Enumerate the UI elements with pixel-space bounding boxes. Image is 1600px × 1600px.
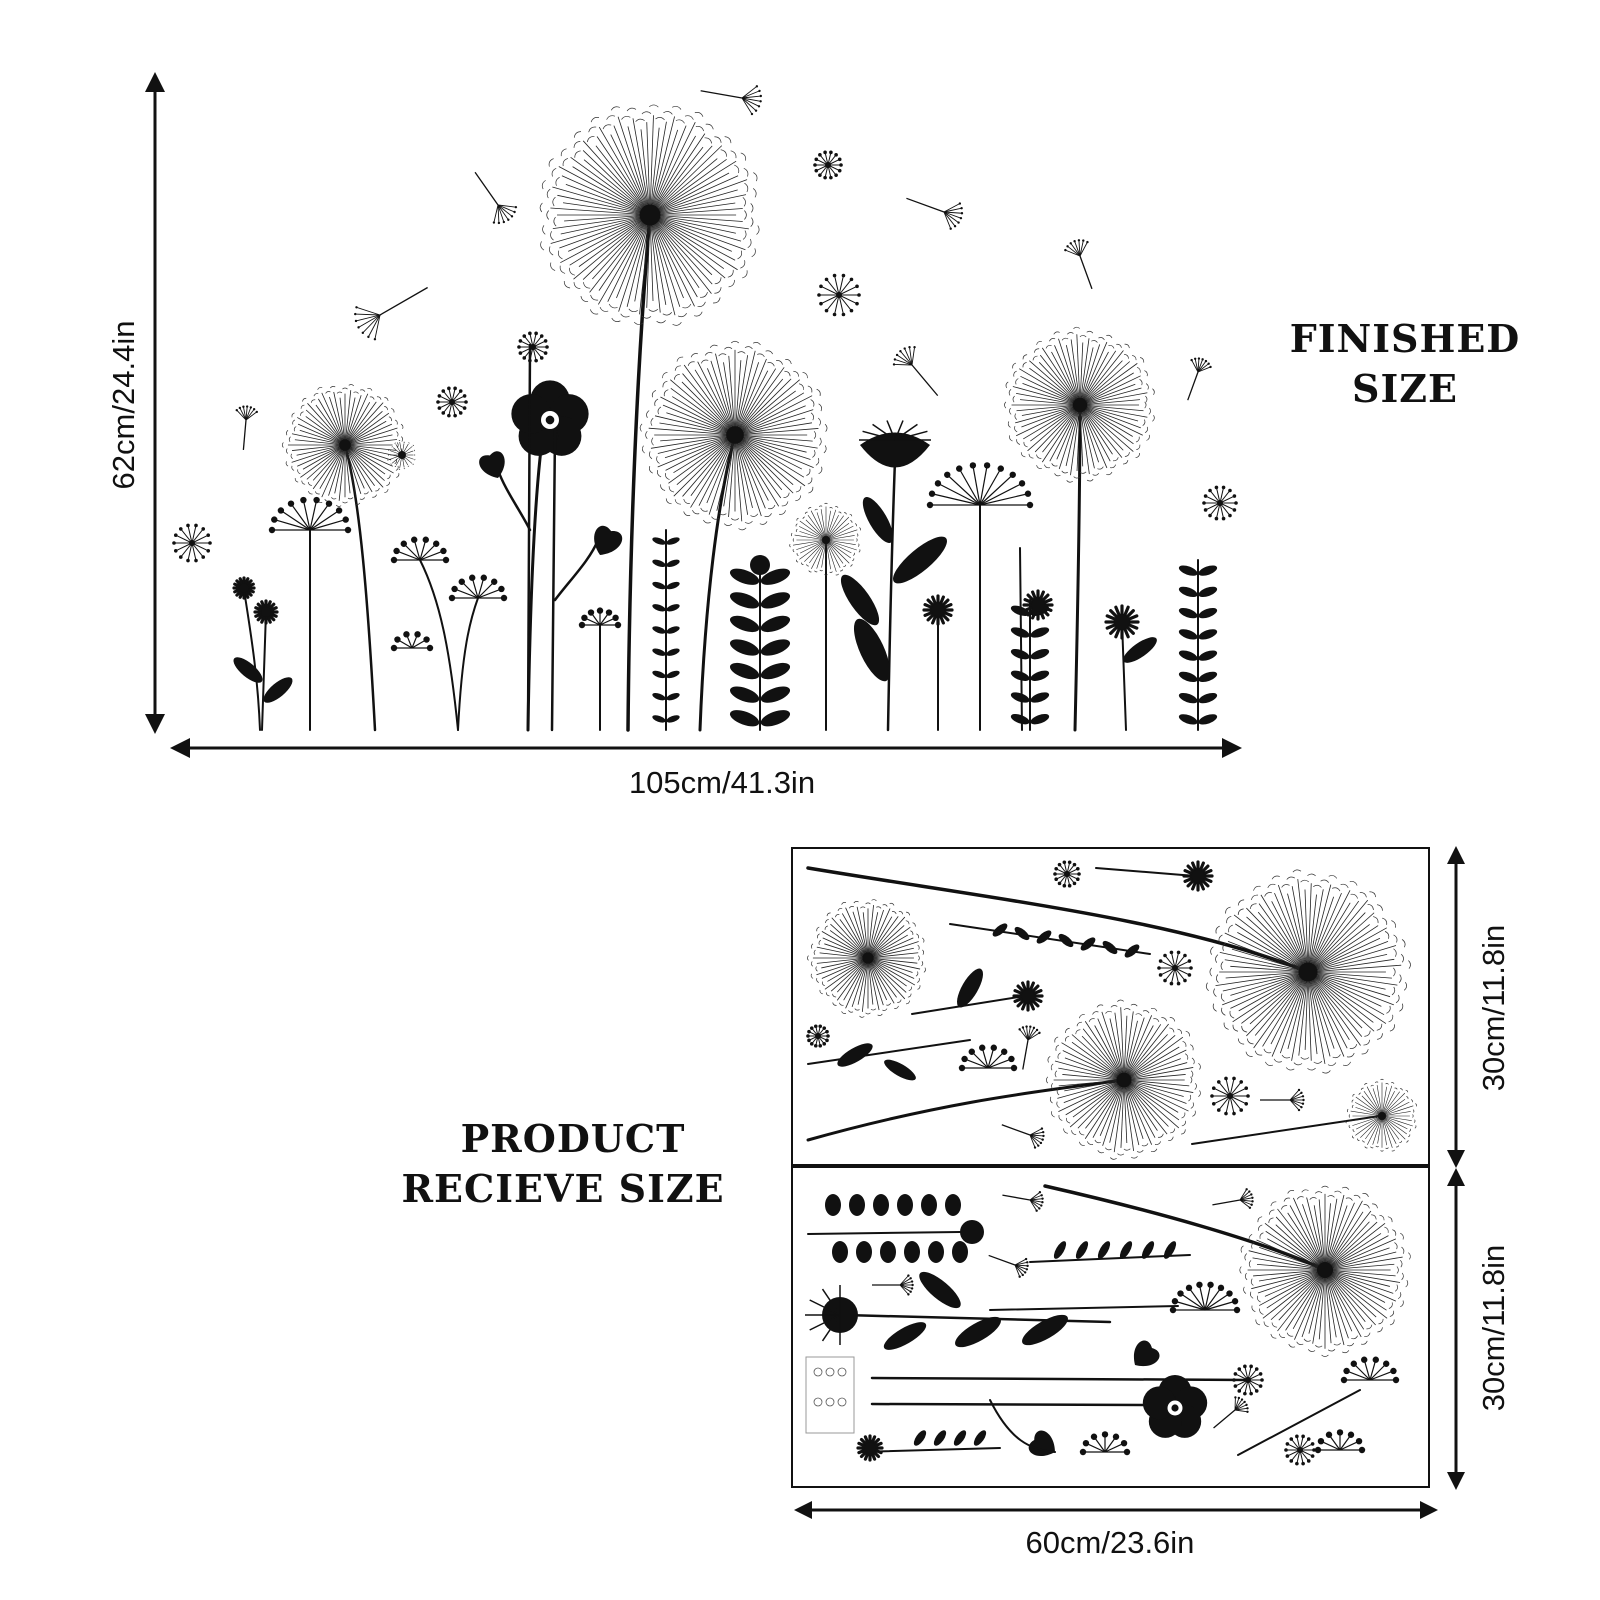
umbel-flower xyxy=(578,607,622,629)
daisy-flower xyxy=(1104,604,1140,640)
daisy-flower xyxy=(1022,589,1054,621)
floating-seed-icon xyxy=(872,1274,914,1296)
product-size-title-line1: PRODUCT xyxy=(461,1116,686,1161)
seed-head-icon xyxy=(1210,1076,1250,1116)
product-width-label: 60cm/23.6in xyxy=(1026,1525,1195,1560)
seed-head-icon xyxy=(1157,950,1193,986)
daisy-flower xyxy=(1012,980,1044,1012)
poppy-flower xyxy=(1142,1375,1208,1438)
floating-seed-icon xyxy=(1018,1025,1041,1070)
dandelion-head xyxy=(539,104,760,326)
finished-width-arrow xyxy=(170,738,1242,758)
product-bottom-height-arrow xyxy=(1447,1168,1465,1490)
umbel-flower xyxy=(1169,1281,1241,1314)
finished-size-title-line1: FINISHED xyxy=(1290,316,1521,361)
product-bottom-height-label: 30cm/11.8in xyxy=(1476,1245,1511,1412)
floating-seed-icon xyxy=(1213,1396,1249,1429)
seed-head-icon xyxy=(806,1024,830,1048)
product-top-height-arrow xyxy=(1447,846,1465,1168)
sheet-bottom-stickers xyxy=(805,1184,1411,1466)
seed-head-icon xyxy=(517,331,549,363)
sheet-top-stickers xyxy=(806,860,1417,1160)
floating-seed-icon xyxy=(906,197,964,230)
seed-head-icon xyxy=(817,273,861,317)
finished-height-arrow xyxy=(145,72,165,734)
seed-head-icon xyxy=(1202,485,1238,521)
seed-head-icon xyxy=(1053,860,1081,888)
finished-wall-decal-illustration xyxy=(172,85,1238,732)
dandelion-head xyxy=(639,340,828,531)
daisy-flower xyxy=(232,576,256,600)
reference-thumbnail-image xyxy=(805,1356,855,1434)
floating-seed-icon xyxy=(892,345,939,397)
daisy-flower xyxy=(1182,860,1214,892)
dandelion-head xyxy=(387,440,416,471)
floating-seed-icon xyxy=(700,85,762,116)
dandelion-head xyxy=(1046,999,1201,1160)
dandelion-head xyxy=(281,384,405,507)
floating-seed-icon xyxy=(1212,1188,1254,1209)
seed-head-icon xyxy=(1284,1434,1316,1466)
dandelion-head xyxy=(1239,1185,1411,1357)
dandelion-head xyxy=(1205,869,1411,1074)
floating-seed-icon xyxy=(1187,357,1212,401)
finished-width-label: 105cm/41.3in xyxy=(629,765,815,800)
dandelion-head xyxy=(1004,326,1155,483)
umbel-flower xyxy=(390,536,450,564)
sticker-sheet-top xyxy=(791,847,1430,1166)
sticker-sheet-bottom xyxy=(791,1166,1430,1488)
seed-head-icon xyxy=(172,523,212,563)
finished-size-title-line2: SIZE xyxy=(1352,366,1458,411)
floating-seed-icon xyxy=(1002,1191,1044,1212)
product-size-title-line2: RECIEVE SIZE xyxy=(401,1166,724,1211)
floating-seed-icon xyxy=(988,1254,1029,1278)
umbel-flower xyxy=(926,462,1034,509)
floating-seed-icon xyxy=(474,171,518,225)
umbel-flower xyxy=(390,631,434,652)
umbel-flower xyxy=(958,1044,1018,1072)
daisy-flower xyxy=(922,594,954,626)
dandelion-head xyxy=(789,502,861,576)
floating-seed-icon xyxy=(1001,1124,1045,1149)
dandelion-head xyxy=(1345,1078,1417,1152)
umbel-flower xyxy=(1340,1356,1400,1384)
floating-seed-icon xyxy=(354,286,428,341)
floating-seed-icon xyxy=(235,405,258,450)
poppy-flower xyxy=(511,380,589,456)
floating-seed-icon xyxy=(1064,239,1093,290)
dandelion-head xyxy=(807,899,926,1018)
seed-head-icon xyxy=(436,386,468,418)
daisy-flower xyxy=(253,599,279,625)
seed-head-icon xyxy=(1232,1364,1264,1396)
product-width-arrow xyxy=(794,1501,1438,1519)
umbel-flower xyxy=(448,574,508,602)
umbel-flower xyxy=(1314,1429,1366,1454)
finished-height-label: 62cm/24.4in xyxy=(106,321,141,490)
daisy-flower xyxy=(856,1434,884,1462)
umbel-flower xyxy=(1079,1431,1131,1456)
seed-head-icon xyxy=(813,150,843,180)
floating-seed-icon xyxy=(1260,1088,1305,1112)
product-top-height-label: 30cm/11.8in xyxy=(1476,925,1511,1092)
umbel-flower xyxy=(268,496,352,534)
